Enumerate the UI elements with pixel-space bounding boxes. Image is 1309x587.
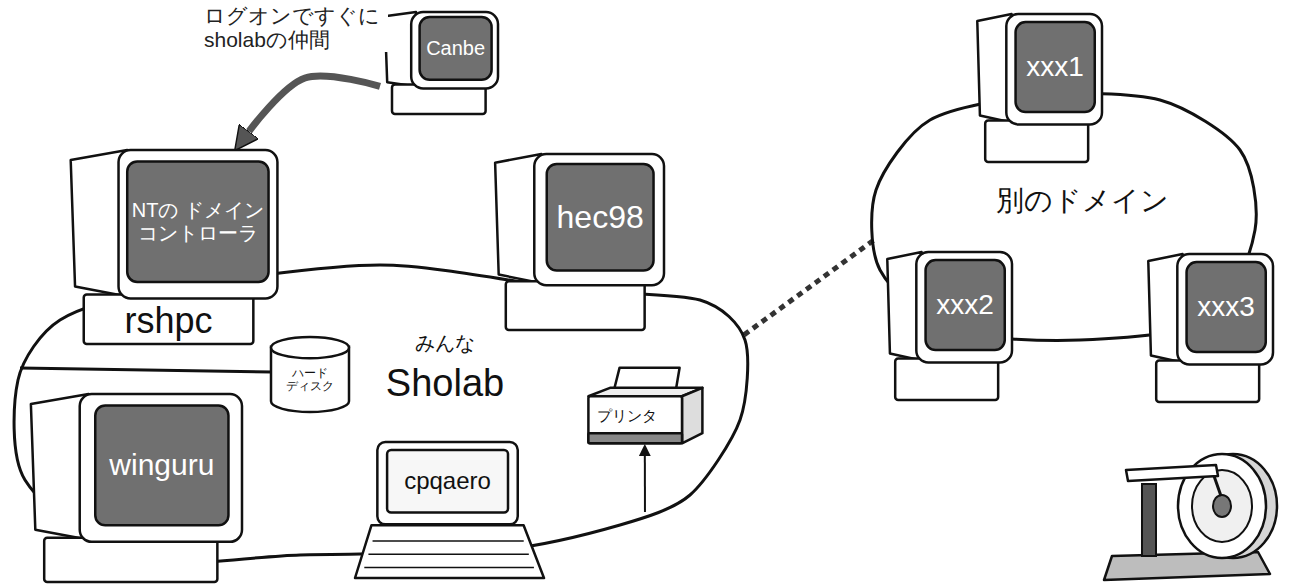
- computer-monitor-outline: [882, 250, 1014, 402]
- logon-arrow: [249, 76, 380, 131]
- computer-monitor: xxx1: [972, 12, 1104, 164]
- device-label: ハード ディスク: [275, 367, 345, 395]
- device-label: winguru: [109, 448, 214, 483]
- connectors: [249, 76, 877, 512]
- computer-monitor-outline: [380, 10, 500, 116]
- monitor-bezel: [80, 394, 242, 542]
- device-label: rshpc: [125, 300, 213, 341]
- monitor-bezel: [534, 154, 664, 285]
- printer: プリンタ: [586, 366, 706, 450]
- callout-note: ログオンですぐに sholabの仲間: [204, 4, 388, 52]
- monitor-screen: [1016, 22, 1095, 112]
- monitor-bezel: [411, 12, 498, 88]
- network-cable: [20, 368, 272, 372]
- printer-tray: [588, 433, 682, 443]
- laptop-lid: [377, 442, 517, 524]
- text-slot: 別のドメイン: [990, 178, 1175, 224]
- monitor-bezel: [1006, 14, 1102, 124]
- printer-side: [682, 388, 702, 443]
- device-stand: [1142, 484, 1156, 556]
- text-slot: xxx3: [1191, 266, 1262, 348]
- text-slot: xxx1: [1020, 26, 1091, 108]
- device-arm: [1126, 465, 1218, 481]
- text-slot: hec98: [551, 168, 650, 267]
- computer-monitor-outline: [1143, 252, 1275, 404]
- monitor-stand: [895, 358, 998, 400]
- monitor-screen: [95, 405, 228, 525]
- device-label: cpqaero: [404, 467, 491, 495]
- device-label: Canbe: [426, 37, 485, 60]
- text-slot: みんな: [360, 328, 530, 358]
- disk-top: [271, 337, 349, 358]
- laptop-computer: cpqaero: [352, 440, 547, 582]
- device-label: xxx1: [1026, 51, 1084, 83]
- hard-disk: ハード ディスク: [270, 336, 350, 412]
- network-label: みんな: [415, 332, 475, 355]
- device-label: hec98: [557, 199, 644, 236]
- computer-monitor: xxx3: [1143, 252, 1275, 404]
- monitor-screen: [547, 164, 654, 271]
- computer-monitor-outline: [488, 152, 666, 332]
- text-slot: winguru: [99, 409, 224, 521]
- edge-label-box: ログオンですぐに sholabの仲間: [204, 4, 388, 52]
- text-slot: xxx2: [930, 264, 1001, 346]
- text-slot: ハード ディスク: [275, 360, 345, 400]
- text-slot: rshpc: [88, 298, 250, 342]
- device-label: NTの ドメイン コントローラ: [131, 199, 264, 245]
- monitor-screen: [926, 260, 1005, 350]
- key-row: [373, 540, 524, 542]
- computer-monitor-outline: [972, 12, 1104, 164]
- laptop-computer-outline: [352, 440, 547, 582]
- domain-link: [744, 238, 877, 335]
- reel-hub: [1213, 495, 1231, 517]
- monitor-stand: [985, 120, 1088, 162]
- laptop-screen: [387, 450, 508, 512]
- text-slot: Sholab: [350, 358, 540, 410]
- computer-monitor-outline: [22, 392, 244, 584]
- computer-monitor: Canbe: [380, 10, 500, 116]
- monitor-bezel: [916, 252, 1012, 362]
- printer-front: [588, 396, 682, 443]
- monitor-stand: [84, 294, 254, 344]
- computer-monitor: xxx2: [882, 250, 1014, 402]
- network-cable: [14, 265, 748, 564]
- device-rod: [1214, 476, 1221, 496]
- text-slot: cpqaero: [390, 453, 505, 509]
- laptop-keyboard: [355, 525, 544, 578]
- monitor-stand: [506, 281, 645, 330]
- network-label: 別のドメイン: [996, 185, 1169, 217]
- monitor-bezel: [119, 150, 278, 298]
- device-label: xxx2: [936, 289, 994, 321]
- monitor-bezel: [1177, 254, 1273, 364]
- reel-inner: [1192, 470, 1252, 542]
- computer-monitor: winguru: [22, 392, 244, 584]
- network-label: Sholab: [386, 362, 504, 406]
- monitor-screen: [127, 162, 268, 282]
- computer-monitor: hec98: [488, 152, 666, 332]
- monitor-stand: [1156, 360, 1259, 402]
- key-row: [364, 567, 534, 569]
- device-label: xxx3: [1197, 291, 1255, 323]
- device-label: プリンタ: [597, 407, 657, 424]
- text-slot: NTの ドメイン コントローラ: [131, 166, 264, 278]
- text-slot: プリンタ: [591, 401, 663, 430]
- computer-monitor: NTの ドメイン コントローラ rshpc: [62, 148, 279, 346]
- text-slot: Canbe: [424, 21, 488, 76]
- printer-arrow: [644, 456, 646, 512]
- monitor-screen: [1187, 262, 1266, 352]
- monitor-stand: [44, 538, 217, 582]
- monitor-screen: [420, 17, 492, 80]
- key-row: [368, 553, 528, 555]
